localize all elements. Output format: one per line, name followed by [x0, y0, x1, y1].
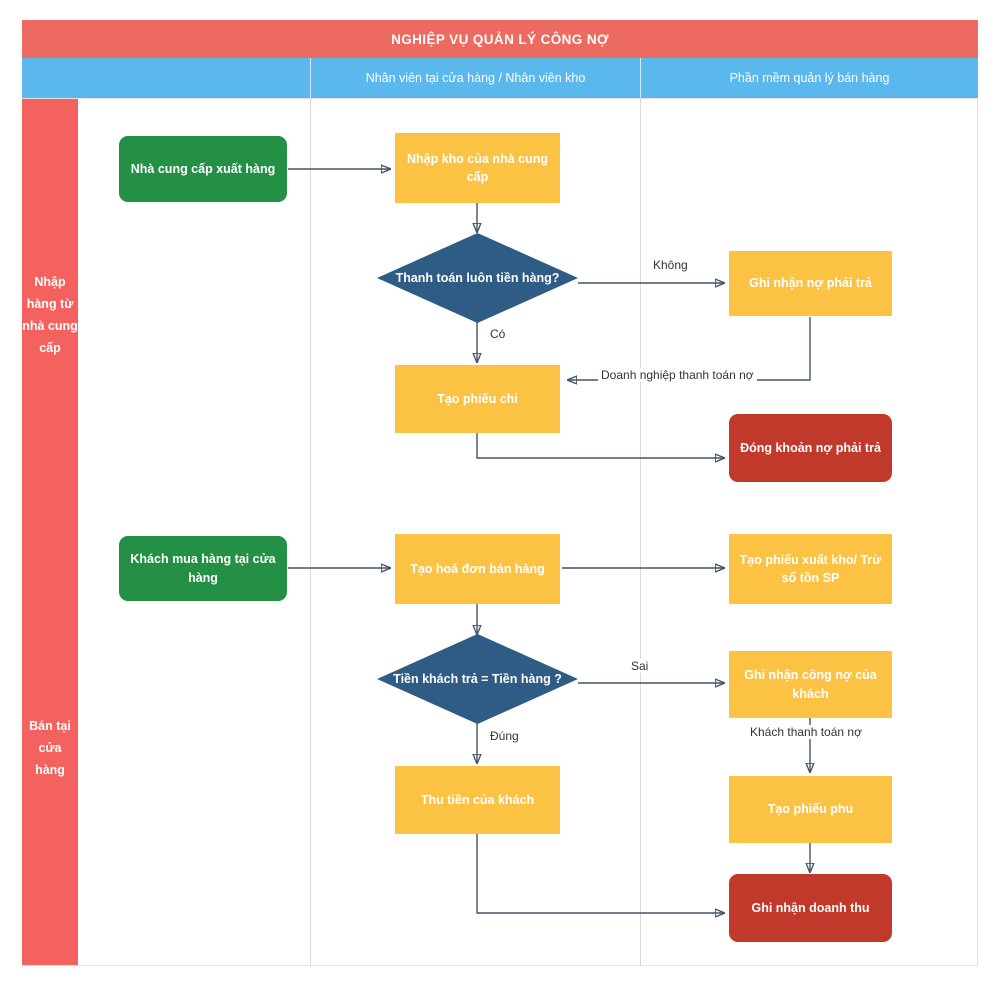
node-close-payable[interactable]: Đóng khoản nợ phải trả	[729, 414, 892, 482]
node-supplier-ships[interactable]: Nhà cung cấp xuất hàng	[119, 136, 287, 202]
edge-label-no: Không	[650, 258, 691, 272]
node-record-payable[interactable]: Ghi nhận nợ phải trả	[729, 251, 892, 316]
node-collect-money[interactable]: Thu tiền của khách	[395, 766, 560, 834]
edge-label-business-pays-debt: Doanh nghiệp thanh toán nợ	[598, 368, 757, 382]
node-label: Tiền khách trả = Tiền hàng ?	[393, 671, 562, 686]
node-create-payment-slip[interactable]: Tạo phiếu chi	[395, 365, 560, 433]
node-amount-match-decision[interactable]: Tiền khách trả = Tiền hàng ?	[377, 634, 578, 724]
edge-label-customer-pays-debt: Khách thanh toán nợ	[747, 725, 865, 739]
node-pay-now-decision[interactable]: Thanh toán luôn tiền hàng?	[377, 233, 578, 323]
node-record-receivable[interactable]: Ghi nhận công nợ của khách	[729, 651, 892, 718]
node-create-delivery-note[interactable]: Tạo phiếu xuất kho/ Trừ số tồn SP	[729, 534, 892, 604]
lane-header-divider-1	[310, 58, 311, 98]
category-inbound: Nhập hàng từ nhà cung cấp	[22, 99, 78, 533]
node-label: Thanh toán luôn tiền hàng?	[395, 270, 560, 285]
node-customer-buys[interactable]: Khách mua hàng tại cửa hàng	[119, 536, 287, 601]
node-create-extra-slip[interactable]: Tạo phiếu phu	[729, 776, 892, 843]
lane-header-row: Nhân viên tại cửa hàng / Nhân viên kho P…	[22, 58, 978, 98]
lane-divider-1	[310, 98, 311, 966]
node-create-invoice[interactable]: Tạo hoá đơn bán hàng	[395, 534, 560, 604]
lane-divider-2	[640, 98, 641, 966]
lane-header-category	[22, 58, 310, 98]
lane-header-staff: Nhân viên tại cửa hàng / Nhân viên kho	[365, 71, 586, 85]
edge-label-yes: Có	[487, 327, 509, 341]
edge-label-wrong: Sai	[628, 659, 652, 673]
page-title: NGHIỆP VỤ QUẢN LÝ CÔNG NỢ	[22, 20, 978, 58]
node-record-revenue[interactable]: Ghi nhận doanh thu	[729, 874, 892, 942]
node-receive-stock[interactable]: Nhập kho của nhà cung cấp	[395, 133, 560, 203]
lane-header-divider-2	[640, 58, 641, 98]
category-retail: Bán tại cửa hàng	[22, 533, 78, 965]
lane-header-software: Phần mềm quản lý bán hàng	[729, 71, 890, 85]
edge-label-right: Đúng	[487, 729, 522, 743]
